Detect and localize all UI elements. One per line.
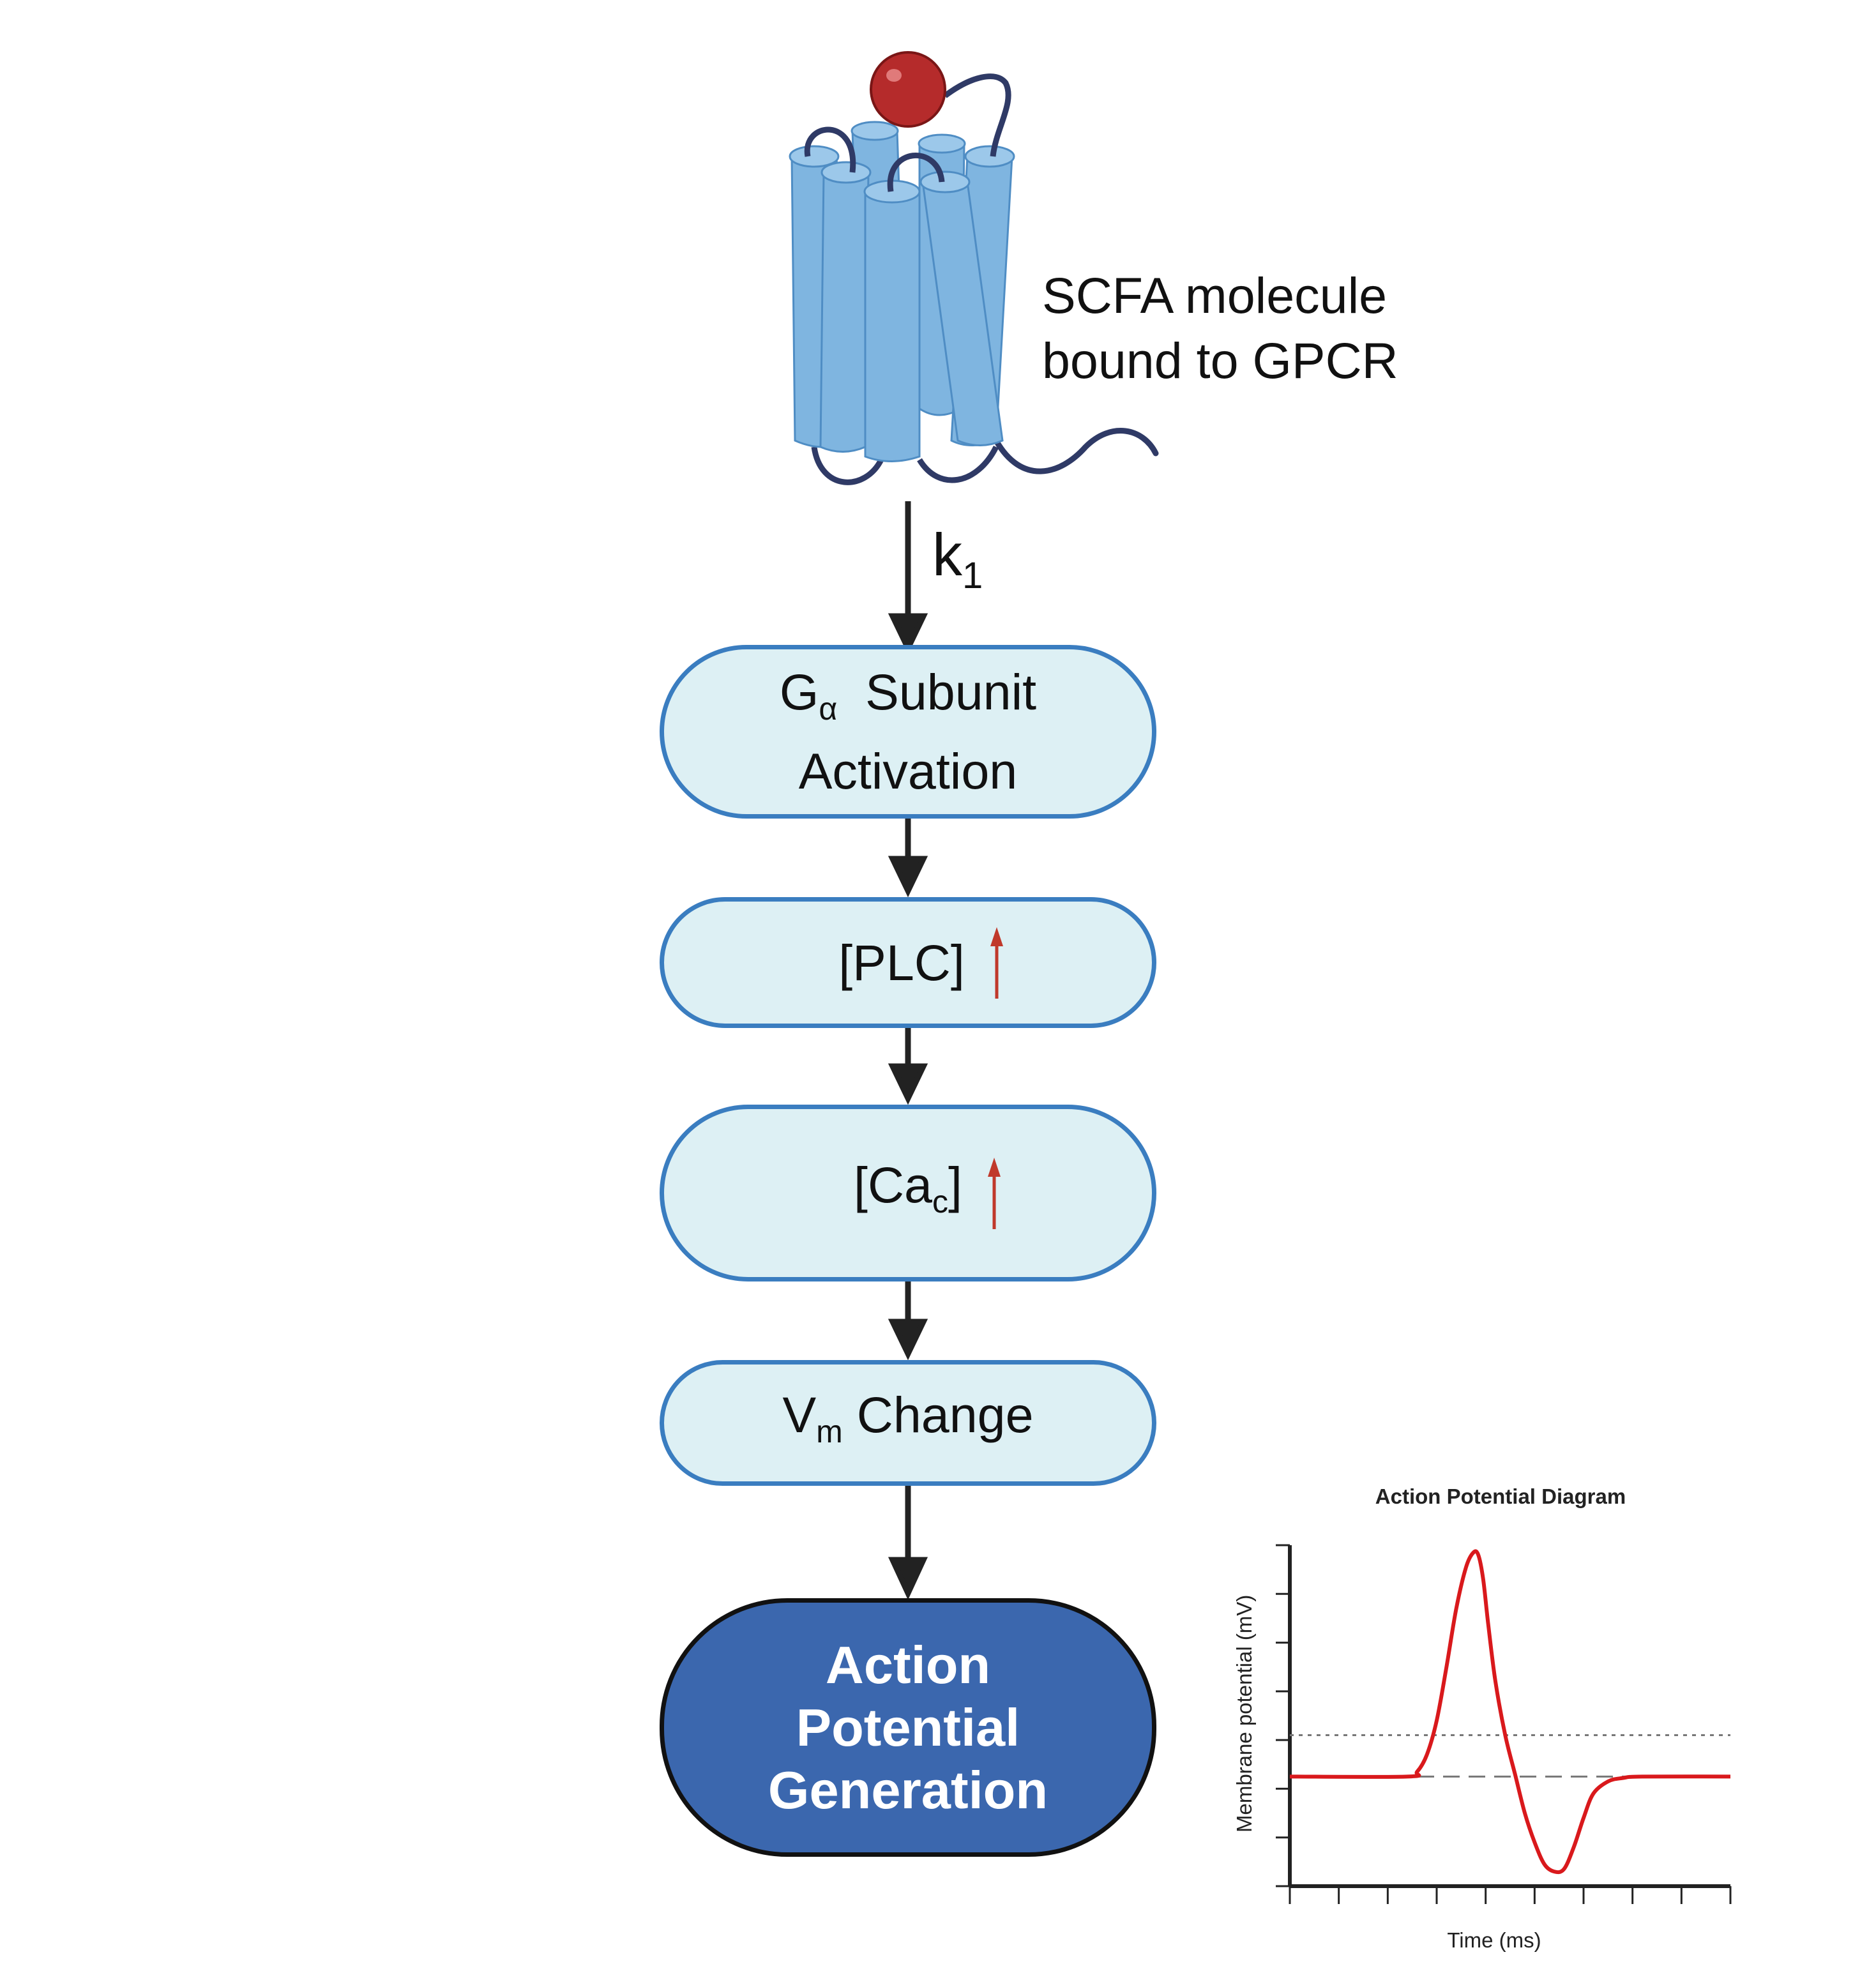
change-text: Change — [842, 1386, 1034, 1443]
flow-arrowhead — [888, 1557, 928, 1600]
receptor-tail — [993, 428, 1159, 474]
step-vm-change: Vm Change — [660, 1360, 1156, 1486]
receptor-top-loop — [804, 126, 856, 173]
final-line1: Action — [825, 1635, 991, 1695]
calcium-text: [Cac] — [854, 1154, 962, 1233]
receptor-top-loop — [943, 73, 1011, 157]
calcium-post: ] — [948, 1156, 962, 1213]
up-arrow-icon — [990, 926, 1003, 999]
receptor-label-line1: SCFA molecule — [1042, 267, 1388, 324]
step-action-potential-generation: Action Potential Generation — [660, 1598, 1156, 1857]
final-line2: Potential — [796, 1697, 1020, 1757]
receptor-label-line2: bound to GPCR — [1042, 332, 1398, 389]
flow-arrowhead — [888, 856, 928, 898]
receptor-bottom-loop — [917, 445, 999, 483]
step-g-alpha-line1: Gα Subunit — [780, 661, 1036, 740]
final-line3: Generation — [768, 1760, 1048, 1820]
chart-series-line — [1289, 1549, 1731, 1875]
m-subscript: m — [816, 1413, 843, 1449]
flow-arrowhead — [888, 1319, 928, 1361]
receptor-helices — [789, 121, 1015, 462]
up-arrow-icon — [987, 1157, 1001, 1229]
plc-text: [PLC] — [838, 934, 965, 991]
step-g-alpha-activation: Gα Subunit Activation — [660, 645, 1156, 819]
vm-change-text: Vm Change — [782, 1384, 1033, 1463]
subunit-text: Subunit — [837, 663, 1037, 720]
step-calcium-increase: [Cac] — [660, 1105, 1156, 1281]
v-symbol: V — [782, 1386, 817, 1443]
rate-symbol: k — [932, 521, 962, 588]
flow-arrowhead — [888, 613, 928, 655]
step-g-alpha-line2: Activation — [798, 743, 1018, 799]
calcium-pre: [Ca — [854, 1156, 932, 1213]
rate-constant-label: k1 — [932, 520, 983, 597]
calcium-subscript: c — [932, 1183, 948, 1220]
step-plc-increase: [PLC] — [660, 897, 1156, 1028]
scfa-molecule-icon — [870, 51, 946, 128]
chart-x-axis-label: Time (ms) — [1447, 1928, 1541, 1952]
rate-subscript: 1 — [962, 555, 983, 596]
g-symbol: G — [779, 663, 819, 720]
chart-title: Action Potential Diagram — [1375, 1485, 1626, 1508]
flow-arrowhead — [888, 1063, 928, 1105]
alpha-subscript: α — [819, 691, 838, 727]
receptor-top-loop — [887, 152, 945, 192]
receptor-bottom-loop — [811, 446, 884, 485]
receptor-label: SCFA molecule bound to GPCR — [1042, 263, 1398, 393]
